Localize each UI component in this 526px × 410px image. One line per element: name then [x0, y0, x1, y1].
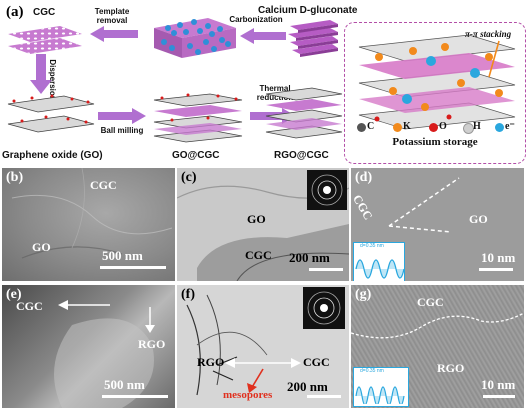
panel-d-profile-inset: d=0.35 nm: [353, 242, 405, 281]
panel-e-texture: [54, 300, 155, 408]
panel-b-scale-bar: [100, 266, 166, 269]
ball-milling-arrow: [98, 108, 146, 124]
panel-c-tag: (c): [181, 170, 197, 185]
panel-e-scale-bar: [102, 395, 168, 398]
panel-e-sem-image: (e) CGC RGO 500 nm: [2, 285, 175, 408]
panel-e-scale-label: 500 nm: [104, 377, 145, 392]
legend-carbon-dot: [357, 123, 366, 132]
potassium-storage-inset: π-π stacking C K O H e⁻ Potassium storag…: [344, 22, 526, 164]
panel-f-mesopores-label: mesopores: [223, 389, 273, 401]
carbonization-arrow: [240, 28, 286, 44]
panel-g-tag: (g): [355, 287, 372, 302]
panel-e-cgc-label: CGC: [16, 299, 43, 313]
panel-b-cgc-label: CGC: [90, 178, 117, 192]
legend-potassium-dot: [393, 123, 402, 132]
legend-e-label: e⁻: [505, 121, 515, 132]
panel-g-cgc-label: CGC: [417, 295, 444, 309]
panel-g-spacing-label: d=0.35 nm: [360, 368, 384, 374]
panel-c-cgc-label: CGC: [245, 248, 272, 262]
legend-electron-dot: [495, 123, 504, 132]
panel-a-label: (a): [6, 4, 24, 20]
panel-g-scale-label: 10 nm: [481, 377, 516, 392]
panel-g-profile-plot: [355, 386, 405, 406]
panel-g-profile-inset: d=0.35 nm: [353, 367, 409, 407]
dispersion-arrow: [30, 54, 52, 94]
panel-g-scale-bar: [483, 395, 515, 398]
panel-d-tag: (d): [355, 170, 373, 185]
panel-g-rgo-label: RGO: [437, 361, 465, 375]
panel-d-scale-bar: [479, 268, 513, 271]
legend-c-label: C: [367, 121, 375, 132]
panel-b-go-label: GO: [32, 240, 51, 254]
legend-oxygen-dot: [429, 123, 438, 132]
panel-c-texture: [177, 185, 349, 281]
panel-d-texture: [388, 177, 460, 233]
panel-f-rgo-label: RGO: [197, 355, 225, 369]
panel-b-tag: (b): [6, 170, 24, 185]
panel-b-scale-label: 500 nm: [102, 248, 143, 263]
panel-c-saed-inset: [307, 170, 347, 210]
panel-c-scale-bar: [309, 268, 343, 271]
potassium-storage-illustration: [358, 34, 516, 130]
ball-milling-label: Ball milling: [100, 126, 144, 135]
panel-a-schematic: (a) CGC Template removal Carbonizat: [0, 0, 526, 168]
panel-f-tag: (f): [181, 287, 195, 302]
legend-k-label: K: [403, 121, 411, 132]
panel-g-hrtem-image: (g) CGC RGO d=0.35 nm 10 nm: [351, 285, 524, 408]
go-label: Graphene oxide (GO): [2, 150, 103, 161]
templated-carbon-illustration: [154, 18, 236, 58]
template-removal-label: Template removal: [94, 7, 130, 25]
panel-f-tem-image: (f) RGO CGC mesopores 200 nm: [177, 285, 349, 408]
panel-d-hrtem-image: (d) CGC GO d=0.35 nm 10 nm: [351, 168, 524, 281]
potassium-storage-title: Potassium storage: [392, 136, 478, 148]
rgo-cgc-label: RGO@CGC: [274, 150, 329, 161]
panel-c-saed-rings: [311, 174, 343, 206]
panel-e-rgo-label: RGO: [138, 337, 166, 351]
calcium-gluconate-label: Calcium D-gluconate: [258, 5, 358, 16]
legend-h-label: H: [473, 121, 481, 132]
panel-e-tag: (e): [6, 287, 22, 302]
go-sheets-illustration: [7, 94, 95, 133]
cgc-sheets-illustration: [8, 26, 82, 54]
legend-o-label: O: [439, 121, 447, 132]
legend-hydrogen-dot: [463, 123, 474, 134]
panel-c-scale-label: 200 nm: [289, 250, 330, 265]
rgo-cgc-illustration: [265, 87, 343, 139]
panel-c-go-label: GO: [247, 212, 266, 226]
pi-stacking-label: π-π stacking: [465, 29, 512, 39]
panel-f-saed-inset: [303, 287, 345, 329]
panel-f-scale-bar: [307, 395, 341, 398]
go-cgc-label: GO@CGC: [172, 150, 220, 161]
panel-f-saed-rings: [307, 291, 341, 325]
go-cgc-illustration: [153, 93, 243, 143]
panel-c-tem-image: (c) GO CGC 200 nm: [177, 168, 349, 281]
panel-b-sem-image: (b) CGC GO 500 nm: [2, 168, 175, 281]
panel-b-texture: [11, 168, 173, 259]
thermal-reduction-label: Thermal reduction: [256, 84, 294, 102]
calcium-gluconate-illustration: [288, 20, 338, 57]
panel-d-scale-label: 10 nm: [481, 250, 516, 265]
panel-f-cgc-label: CGC: [303, 355, 330, 369]
panel-d-go-label: GO: [469, 212, 488, 226]
panel-d-spacing-label: d=0.35 nm: [360, 243, 384, 249]
cgc-label: CGC: [33, 7, 56, 18]
panel-g-texture: [351, 312, 524, 339]
panel-d-profile-plot: [355, 259, 405, 279]
panel-f-texture: [186, 294, 301, 396]
template-removal-arrow: [90, 26, 138, 42]
carbonization-label: Carbonization: [229, 15, 283, 24]
panel-f-scale-label: 200 nm: [287, 379, 328, 394]
